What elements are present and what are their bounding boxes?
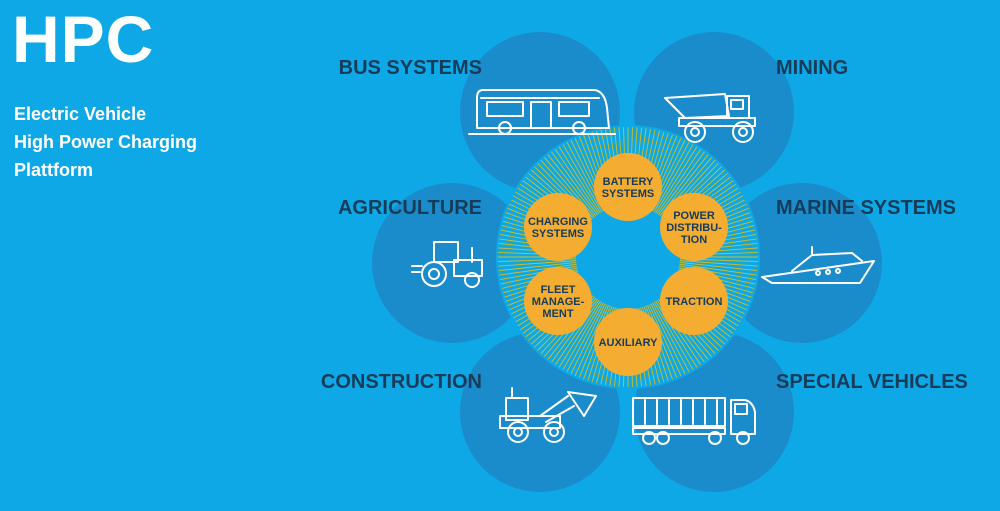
hub-node-label: DISTRIBU-: [666, 222, 722, 234]
sector-label-bus: BUS SYSTEMS: [339, 57, 482, 79]
hub-ray: [570, 303, 606, 375]
bus-icon: [468, 89, 616, 135]
hub-node-label: TION: [681, 234, 707, 246]
hub-ray: [562, 301, 603, 370]
hub-ray: [499, 263, 577, 276]
hub-ray: [679, 263, 757, 276]
hub-node-circle: [660, 267, 728, 335]
yacht-icon: [761, 246, 875, 284]
sector-label-wheel-loader: CONSTRUCTION: [321, 371, 482, 393]
hub-node-circle: [524, 193, 592, 261]
hub-node-label: MANAGE-: [532, 296, 585, 308]
hub-ray: [498, 261, 577, 272]
wheel-loader-icon: [499, 387, 597, 443]
hub-ray: [658, 151, 705, 216]
sector-label-container-truck: SPECIAL VEHICLES: [776, 371, 968, 393]
hub-node-label: MENT: [542, 308, 573, 320]
hub-node-circle: [594, 308, 662, 376]
hub-node: AUXILIARY: [594, 308, 662, 376]
hub-ray: [566, 302, 604, 372]
sector-label-tractor: AGRICULTURE: [338, 197, 482, 219]
hub-ray: [551, 151, 598, 216]
hub-node: TRACTION: [660, 267, 728, 335]
sector-label-yacht: MARINE SYSTEMS: [776, 197, 956, 219]
hub-ray: [652, 302, 690, 372]
hub-node-label: SYSTEMS: [532, 228, 585, 240]
subtitle-line: High Power Charging: [14, 132, 198, 152]
hub-ray: [578, 305, 609, 378]
hub-node-circle: [660, 193, 728, 261]
hub-ray: [558, 300, 601, 368]
hub-node-label: BATTERY: [603, 176, 654, 188]
hub-node-label: CHARGING: [528, 216, 588, 228]
hub-ray: [558, 146, 601, 214]
subtitle-line: Plattform: [14, 160, 94, 180]
hub-ray: [498, 260, 577, 267]
container-truck-icon: [632, 397, 756, 445]
hub-node-label: FLEET: [541, 284, 576, 296]
hub-ray: [648, 304, 682, 376]
sector-circles: [372, 32, 882, 492]
hub-ray: [544, 157, 595, 218]
sector-icons: [411, 89, 875, 445]
subtitle-line: Electric Vehicle: [14, 104, 147, 124]
hub-node-circle: [524, 267, 592, 335]
hub-ray: [574, 304, 608, 376]
tractor-icon: [411, 241, 483, 288]
hub-node-label: TRACTION: [666, 296, 723, 308]
hub-ray: [655, 146, 698, 214]
page-subtitle: Electric Vehicle High Power Charging Pla…: [14, 100, 197, 184]
hub-ray: [554, 299, 600, 366]
hub-ray: [647, 305, 678, 378]
hub-node-label: AUXILIARY: [599, 337, 659, 349]
hub-ray: [679, 260, 758, 267]
sector-labels: BUS SYSTEMS MINING AGRICULTURE MARINE SYSTE…: [321, 57, 968, 393]
hub-node-circle: [594, 153, 662, 221]
hub-ray: [650, 303, 686, 375]
hub-nodes: BATTERYSYSTEMSPOWERDISTRIBU-TIONTRACTION…: [524, 153, 728, 376]
page-title: HPC: [12, 2, 155, 76]
hub-ray: [653, 144, 694, 213]
hub-node-label: POWER: [673, 210, 715, 222]
hub-node-label: SYSTEMS: [602, 188, 655, 200]
hub-ray: [656, 148, 702, 215]
sector-label-dump-truck: MINING: [776, 57, 848, 79]
hub-ray: [653, 301, 694, 370]
hub-ray: [679, 261, 758, 272]
hub-ray: [554, 148, 600, 215]
hub-ray: [547, 154, 597, 217]
hub-ray: [562, 144, 603, 213]
dump-truck-icon: [664, 93, 756, 143]
